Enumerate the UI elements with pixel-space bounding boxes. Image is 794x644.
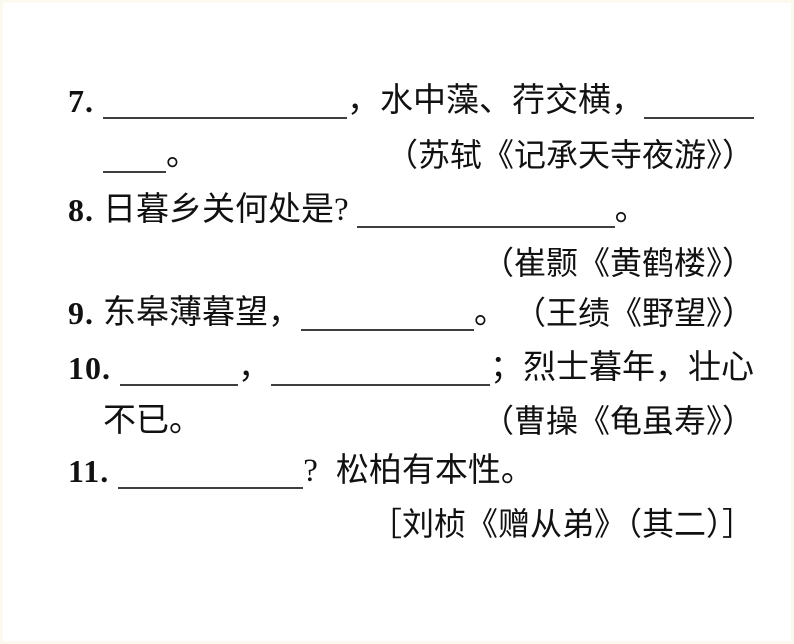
question-7-line-1: 7. ，水中藻、荇交横， — [68, 74, 754, 120]
question-8-line-1: 8. 日暮乡关何处是? 。 — [68, 183, 754, 229]
question-7-text: ，水中藻、荇交横， — [347, 83, 644, 119]
question-7-period: 。 — [166, 137, 199, 173]
answer-blank — [356, 192, 615, 228]
answer-blank — [118, 453, 304, 489]
question-10-source: （曹操《龟虽寿》） — [481, 403, 754, 439]
question-8-text: 日暮乡关何处是? — [103, 192, 349, 228]
question-11-text: 松柏有本性。 — [335, 453, 534, 489]
question-10-number: 10. — [68, 350, 111, 386]
question-10-wrap-text: 不已。 — [103, 403, 202, 439]
question-11-question-mark: ? — [303, 453, 318, 489]
question-9-period: 。 — [474, 295, 507, 331]
question-9-text: 东皋薄暮望， — [103, 295, 301, 331]
question-11-number: 11. — [68, 453, 110, 489]
question-9-number: 9. — [68, 295, 94, 331]
answer-blank — [120, 350, 238, 386]
question-11-line-2: ［刘桢《赠从弟》（其二）］ — [68, 497, 754, 543]
question-9-line-1: 9. 东皋薄暮望， 。 （王绩《野望》） — [68, 286, 754, 332]
question-11-line-1: 11. ? 松柏有本性。 — [68, 444, 754, 490]
question-11-source: ［刘桢《赠从弟》（其二）］ — [369, 506, 754, 542]
question-10-line-1: 10. ， ；烈士暮年，壮心 — [68, 341, 754, 387]
question-8-period: 。 — [614, 192, 648, 228]
question-10-text: ；烈士暮年，壮心 — [490, 350, 754, 386]
answer-blank — [103, 83, 347, 119]
answer-blank — [103, 137, 166, 173]
question-7-number: 7. — [68, 83, 94, 119]
answer-blank — [301, 295, 474, 331]
question-8-source: （崔颢《黄鹤楼》） — [481, 245, 754, 281]
question-7-source: （苏轼《记承天寺夜游》） — [385, 137, 754, 173]
question-10-comma: ， — [238, 350, 271, 386]
question-9-source: （王绩《野望》） — [513, 295, 754, 331]
answer-blank — [271, 350, 490, 386]
question-10-line-2: 不已。 （曹操《龟虽寿》） — [103, 394, 754, 440]
answer-blank — [644, 83, 754, 119]
question-7-line-2: 。 （苏轼《记承天寺夜游》） — [103, 128, 754, 174]
question-8-line-2: （崔颢《黄鹤楼》） — [68, 236, 754, 282]
question-8-number: 8. — [68, 192, 94, 228]
